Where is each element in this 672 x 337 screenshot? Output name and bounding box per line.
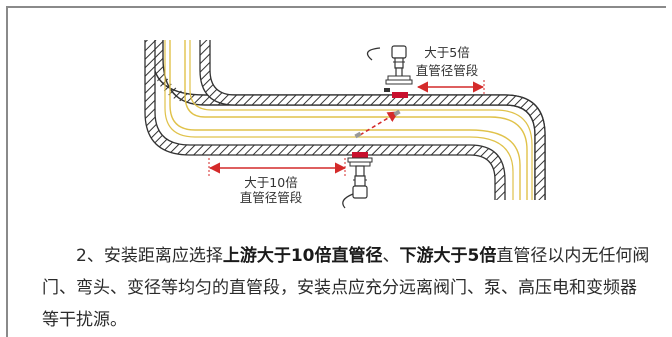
pipe-geometry	[144, 40, 546, 200]
installation-caption: 2、安装距离应选择上游大于10倍直管径、下游大于5倍直管径以内无任何阀门、弯头、…	[42, 240, 652, 336]
caption-emphasis-downstream: 下游大于5倍	[399, 246, 497, 266]
upstream-label-line2: 直管径管段	[240, 190, 303, 205]
flow-line-1	[169, 40, 521, 200]
pipe-wall-outer	[153, 40, 545, 200]
pipe-installation-diagram: 大于5倍 直管径管段 大于10倍 直管径管段	[144, 40, 546, 209]
downstream-label-line1: 大于5倍	[424, 45, 469, 60]
flow-line-3	[164, 40, 514, 200]
downstream-sensor	[366, 45, 413, 98]
flow-line-4	[189, 40, 533, 200]
caption-text-3: 直管径以内无任何阀门、弯头、变径等均匀的直管段，安装点应充分远离阀门、泵、高压电…	[42, 246, 650, 330]
flow-line-2	[184, 40, 528, 200]
upstream-dimension: 大于10倍 直管径管段	[208, 158, 347, 205]
caption-text-1: 2、安装距离应选择	[76, 246, 223, 266]
pipe	[152, 40, 546, 200]
signal-path	[354, 109, 401, 139]
upstream-sensor	[342, 152, 373, 209]
upstream-label-line1: 大于10倍	[244, 175, 297, 190]
downstream-label-line2: 直管径管段	[416, 63, 479, 78]
content-frame	[6, 6, 666, 337]
caption-text-2: 、	[382, 246, 400, 266]
downstream-dimension: 大于5倍 直管径管段	[416, 45, 485, 96]
caption-emphasis-upstream: 上游大于10倍直管径	[222, 246, 383, 266]
